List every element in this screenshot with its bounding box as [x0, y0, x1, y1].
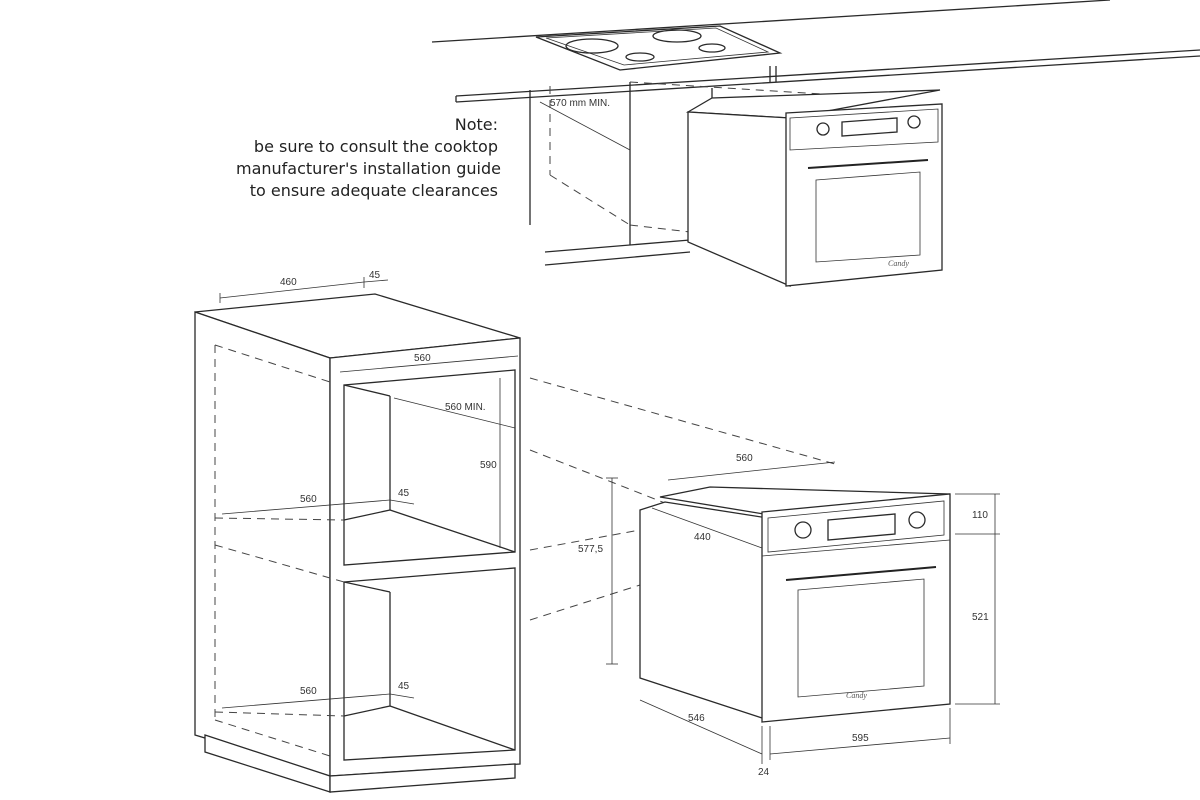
lower-shelf-width-label: 560 — [300, 686, 317, 697]
oven-knob-left — [794, 521, 812, 539]
lower-shelf-gap-line — [389, 693, 415, 699]
note-line-3: to ensure adequate clearances — [249, 181, 498, 200]
oven-large: Candy 560 440 110 521 546 595 24 — [639, 453, 1000, 778]
cabinet-plinth-front — [329, 763, 516, 793]
front-width-dimension-line — [769, 737, 951, 755]
guide-line-2 — [529, 449, 671, 506]
front-width-label: 595 — [852, 733, 869, 744]
oven-knob-right — [908, 511, 926, 529]
oven-small-logo: Candy — [888, 259, 909, 268]
oven-small-window — [815, 171, 921, 263]
cabinet-inner-top-dash — [214, 344, 331, 383]
oven-panel-divider — [761, 539, 951, 557]
lower-shelf-gap-label: 45 — [398, 681, 410, 692]
oven-small-side — [687, 111, 791, 287]
countertop-front-edge — [455, 49, 1200, 97]
top-width-dimension-line — [219, 281, 365, 299]
upper-shelf-dimension-line — [221, 499, 391, 515]
burner-small-front — [625, 52, 655, 62]
top-width-label: 460 — [280, 277, 297, 288]
upper-shelf-dash — [214, 517, 345, 521]
countertop-front-lower — [455, 55, 1200, 103]
inner-width-label: 560 — [414, 353, 431, 364]
burner-large-left — [565, 38, 619, 54]
countertop-install-view: 570 mm MIN. Candy — [431, 0, 1200, 287]
oven-small-handle — [807, 159, 929, 169]
oven-handle — [785, 566, 937, 581]
cavity-floor-dash — [629, 224, 691, 233]
cooktop-glass — [535, 25, 783, 71]
body-width-dimension-line — [667, 461, 836, 481]
depth-min-label: 570 mm MIN. — [550, 98, 610, 109]
inner-width-dimension-line — [339, 355, 519, 373]
body-depth-label: 440 — [694, 532, 711, 543]
oven-small-knob-left — [816, 122, 830, 136]
lower-shelf-dimension-line — [221, 693, 391, 709]
upper-opening-shelf-front — [343, 509, 391, 521]
countertop-back-edge — [431, 0, 1111, 43]
guide-line-3 — [529, 529, 641, 551]
oven-depth-label: 546 — [688, 713, 705, 724]
door-height-label: 521 — [972, 612, 989, 623]
cooktop — [535, 25, 783, 71]
oven-small: Candy — [685, 89, 943, 287]
oven-small-display — [841, 117, 898, 137]
depth-min-dimension-line — [539, 101, 631, 151]
note-line-2: manufacturer's installation guide — [236, 159, 501, 178]
inner-depth-dimension-line — [393, 397, 516, 429]
lower-opening-shelf-front — [343, 705, 391, 717]
plinth-bottom-edge — [544, 251, 691, 266]
burner-small-right — [698, 43, 726, 53]
lower-opening-shelf — [389, 705, 516, 751]
oven-depth-dimension-line — [639, 699, 763, 755]
cavity-bottom-dash — [549, 174, 631, 226]
plinth-top-edge — [544, 239, 691, 253]
cabinet-lower-opening — [343, 567, 516, 761]
upper-opening-shelf — [389, 509, 516, 553]
note-title: Note: — [454, 115, 498, 134]
body-depth-dimension-line — [651, 507, 763, 549]
guide-line-4 — [529, 584, 641, 621]
note-line-1: be sure to consult the cooktop — [253, 137, 498, 156]
oven-small-front — [785, 103, 943, 287]
panel-height-label: 110 — [972, 510, 988, 521]
lower-shelf-dash — [214, 711, 345, 717]
oven-small-panel — [789, 108, 939, 151]
top-notch-dimension-line — [363, 279, 389, 283]
opening-height-label: 590 — [480, 460, 497, 471]
oven-window — [797, 578, 925, 698]
oven-logo: Candy — [846, 691, 867, 700]
front-thickness-label: 24 — [758, 767, 770, 778]
inner-depth-label: 560 MIN. — [445, 402, 486, 413]
upper-opening-corner-top — [343, 384, 391, 397]
upper-shelf-gap-line — [389, 499, 415, 505]
guide-line-1 — [529, 377, 836, 465]
oven-control-panel — [767, 500, 945, 553]
body-width-label: 560 — [736, 453, 753, 464]
oven-display — [827, 513, 896, 541]
burner-large-right — [652, 29, 702, 43]
upper-shelf-gap-label: 45 — [398, 488, 410, 499]
installation-note: Note: be sure to consult the cooktop man… — [236, 114, 501, 202]
lower-opening-corner-top — [343, 581, 391, 593]
oven-small-knob-right — [907, 115, 921, 129]
assembly-guide-lines — [529, 377, 836, 621]
total-height-label: 577,5 — [578, 544, 603, 555]
cabinet-view: 460 45 560 560 MIN. 590 560 45 560 45 — [194, 270, 521, 793]
oven-front — [761, 493, 951, 723]
upper-shelf-width-label: 560 — [300, 494, 317, 505]
top-notch-label: 45 — [369, 270, 381, 281]
cabinet-inner-bottom-dash — [214, 719, 331, 757]
